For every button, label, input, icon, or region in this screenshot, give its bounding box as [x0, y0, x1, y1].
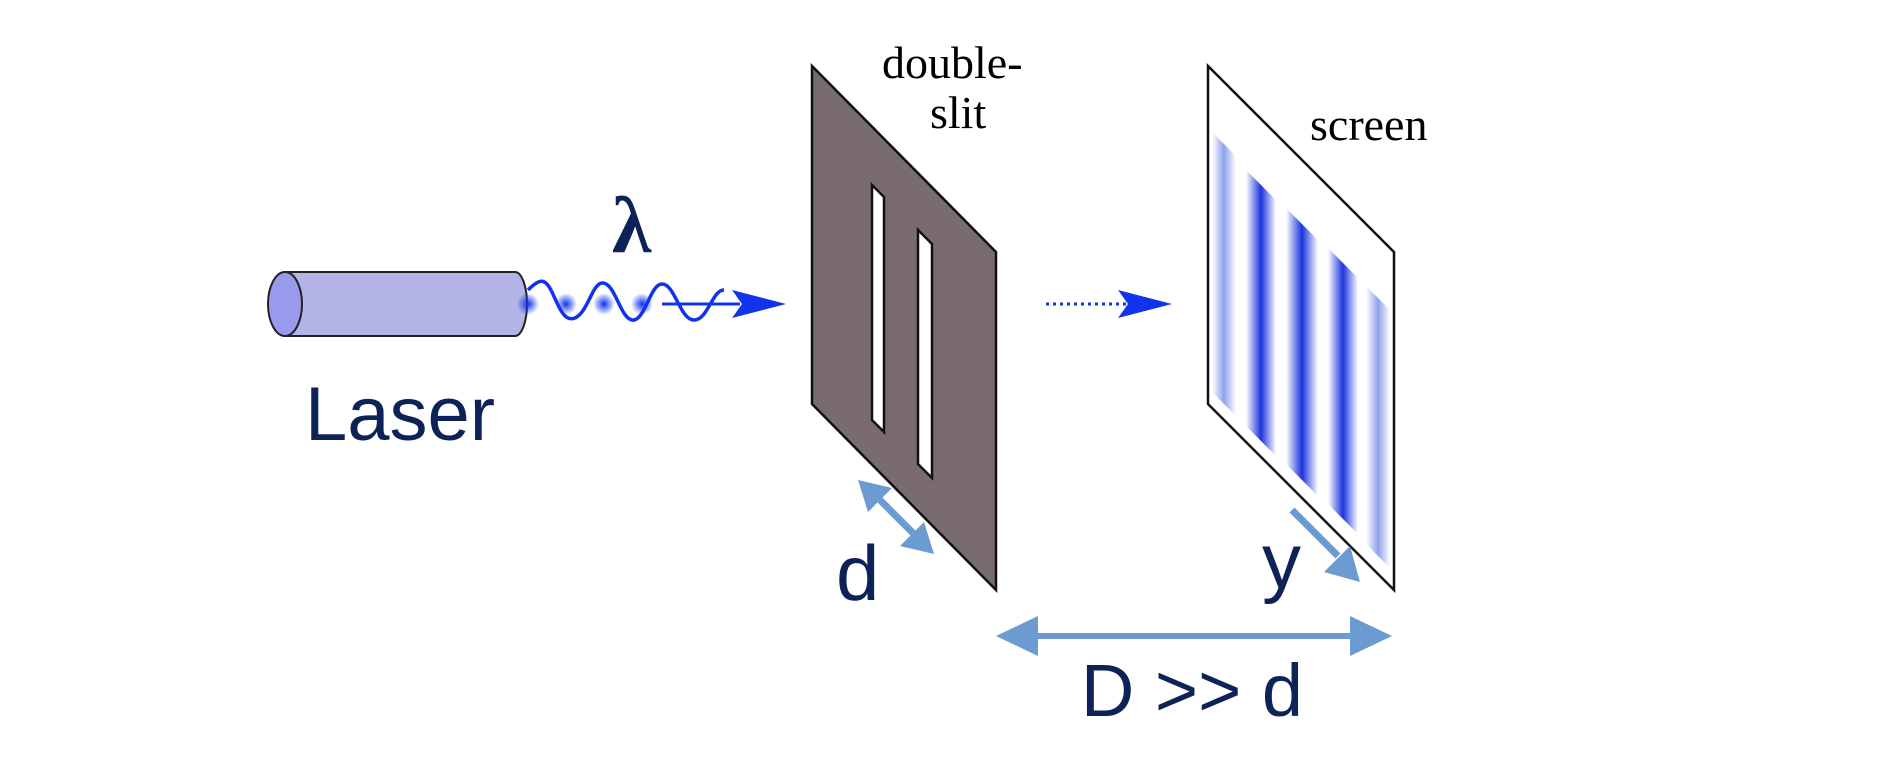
distance-arrow: [996, 616, 1392, 656]
photon-dot: [593, 293, 615, 315]
light-wave: [517, 279, 786, 322]
slit-separation-shaft: [877, 497, 917, 537]
double-slit-label-line1: double-: [882, 37, 1023, 88]
fringe: [1366, 286, 1390, 568]
photon-dot: [517, 293, 539, 315]
screen: [1206, 62, 1396, 594]
fringe-position-label: y: [1262, 517, 1301, 605]
slit-plate: [810, 62, 998, 594]
distance-arrowhead-right: [1350, 616, 1392, 656]
fringe-position-arrowhead: [1324, 546, 1360, 582]
photon-dot: [555, 293, 577, 315]
distance-label: D >> d: [1081, 649, 1303, 732]
laser-label: Laser: [305, 372, 495, 457]
slit-2: [916, 226, 934, 482]
double-slit-plate: [810, 62, 998, 594]
fringe-position-arrow: [1289, 507, 1360, 582]
double-slit-label-line2: slit: [930, 87, 986, 138]
slit-separation-arrowhead-up: [858, 480, 892, 512]
laser-aperture: [267, 271, 303, 337]
wavelength-label: λ: [612, 182, 652, 270]
fringe: [1328, 248, 1358, 534]
dotted-beam-arrowhead: [1118, 290, 1172, 318]
beam-arrowhead: [732, 290, 786, 318]
distance-arrowhead-left: [996, 616, 1038, 656]
diffracted-beam: [1046, 290, 1172, 318]
fringe: [1286, 208, 1318, 496]
laser-body: [284, 271, 528, 337]
screen-label: screen: [1310, 99, 1427, 150]
laser: [267, 271, 528, 337]
slit-separation-arrow: [858, 480, 934, 554]
slit-separation-arrowhead-down: [900, 522, 934, 554]
fringe: [1212, 132, 1236, 416]
photon-dot: [631, 293, 653, 315]
wave-curve: [526, 279, 725, 322]
slit-1: [870, 181, 886, 436]
slit-separation-label: d: [836, 529, 879, 617]
fringe-position-shaft: [1289, 507, 1341, 559]
fringe: [1246, 170, 1276, 456]
